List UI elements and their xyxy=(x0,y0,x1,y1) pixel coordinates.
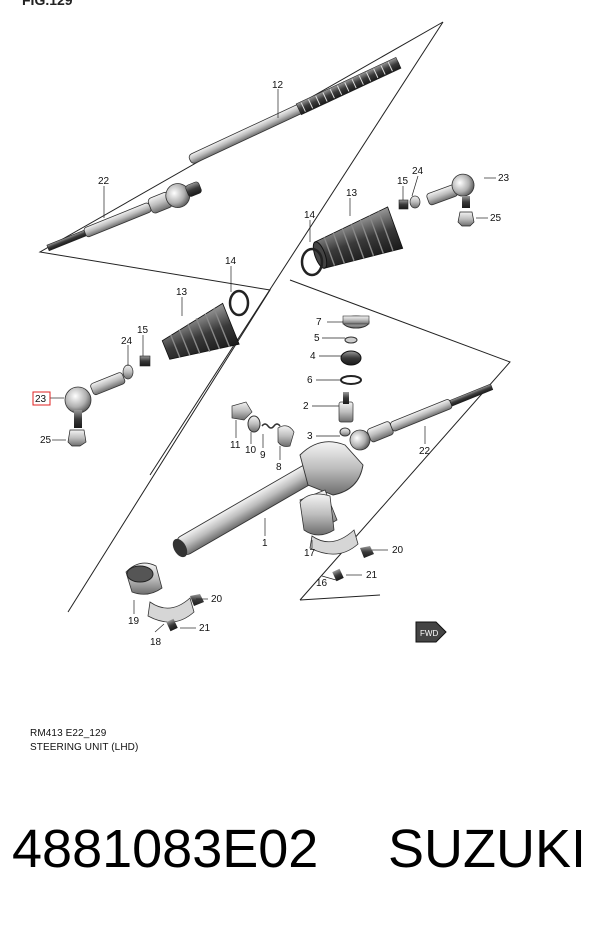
callout-24-left: 24 xyxy=(121,336,133,347)
callout-21-right: 21 xyxy=(366,570,378,581)
fwd-arrow-icon: FWD xyxy=(415,621,447,643)
callout-23-right: 23 xyxy=(498,173,510,184)
diagram-frame-lines xyxy=(38,21,511,613)
callout-5: 5 xyxy=(314,333,320,344)
figure-code: RM413 E22_129 xyxy=(30,728,107,739)
callout-2: 2 xyxy=(303,401,309,412)
figure-header: FIG.129 xyxy=(22,0,73,8)
callout-16: 16 xyxy=(316,578,328,589)
fwd-label: FWD xyxy=(420,629,438,638)
callout-10: 10 xyxy=(245,445,257,456)
callout-13-left: 13 xyxy=(176,287,188,298)
callout-6: 6 xyxy=(307,375,313,386)
part-yoke-hardware xyxy=(231,401,295,447)
part-tie-rod-end-right xyxy=(398,173,475,227)
callout-14-left: 14 xyxy=(225,256,237,267)
callout-8: 8 xyxy=(276,462,282,473)
leader-lines xyxy=(50,89,496,633)
callout-7: 7 xyxy=(316,317,322,328)
callout-14-right: 14 xyxy=(304,210,316,221)
callout-23-left: 23 xyxy=(35,394,47,405)
highlight-box-23 xyxy=(32,391,51,406)
part-tie-rod-upper xyxy=(46,181,202,252)
callout-numbers: 12 22 13 14 15 24 23 25 14 13 15 24 23 2… xyxy=(35,80,510,648)
steering-unit-diagram: FWD xyxy=(32,21,511,648)
callout-22-lower: 22 xyxy=(419,446,431,457)
part-tie-rod-lower xyxy=(349,383,494,451)
callout-13-right: 13 xyxy=(346,188,358,199)
callout-17: 17 xyxy=(304,548,316,559)
part-rack-shaft xyxy=(188,56,402,164)
callout-15-left: 15 xyxy=(137,325,149,336)
callout-22-upper: 22 xyxy=(98,176,110,187)
callout-11: 11 xyxy=(230,440,241,451)
callout-24-right: 24 xyxy=(412,166,424,177)
figure-title: STEERING UNIT (LHD) xyxy=(30,742,139,753)
part-number: 4881083E02 xyxy=(12,819,319,879)
part-clamp-ring-left xyxy=(228,289,250,317)
callout-25-left: 25 xyxy=(40,435,52,446)
part-mount-brackets xyxy=(125,493,374,632)
callout-19: 19 xyxy=(128,616,140,627)
part-boot-left xyxy=(161,302,240,360)
brand-name: SUZUKI xyxy=(388,819,587,879)
callout-15-right: 15 xyxy=(397,176,409,187)
callout-18: 18 xyxy=(150,637,162,648)
part-clamp-ring-right xyxy=(300,247,324,277)
callout-25-right: 25 xyxy=(490,213,502,224)
callout-9: 9 xyxy=(260,450,266,461)
callout-20-right: 20 xyxy=(392,545,404,556)
callout-1: 1 xyxy=(262,538,268,549)
callout-12: 12 xyxy=(272,80,284,91)
callout-3: 3 xyxy=(307,431,313,442)
callout-21-left: 21 xyxy=(199,623,211,634)
part-tie-rod-end-left xyxy=(64,355,151,447)
part-pinion-stack xyxy=(338,315,370,437)
callout-4: 4 xyxy=(310,351,316,362)
callout-20-left: 20 xyxy=(211,594,223,605)
